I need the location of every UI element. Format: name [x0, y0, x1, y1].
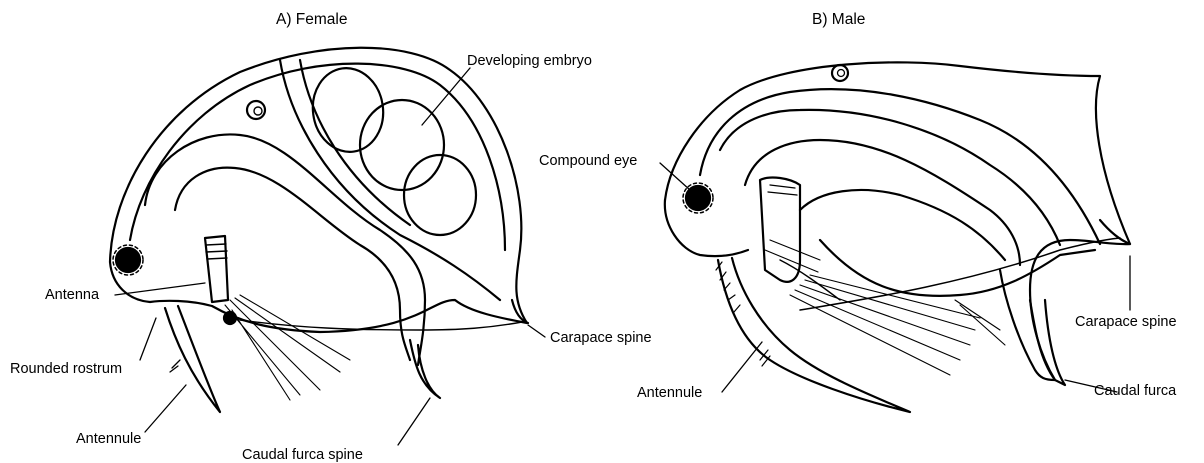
- leader-antennule-male: [722, 342, 762, 392]
- female-ocellus-inner: [254, 107, 262, 115]
- label-developing-embryo: Developing embryo: [467, 54, 592, 69]
- leader-rounded-rostrum: [140, 318, 156, 360]
- female-antennule: [165, 306, 220, 412]
- label-caudal-furca: Caudal furca: [1094, 384, 1176, 399]
- male-leader-lines: [660, 163, 1130, 392]
- male-carapace-inner: [700, 89, 1100, 244]
- label-caudal-furca-spine: Caudal furca spine: [242, 448, 363, 463]
- label-carapace-spine-male: Carapace spine: [1075, 315, 1177, 330]
- leader-antenna: [115, 283, 205, 295]
- male-antenna-setae: [790, 275, 980, 375]
- leader-caudal-furca-spine: [398, 398, 430, 445]
- label-rounded-rostrum: Rounded rostrum: [10, 362, 122, 377]
- male-head-ventral: [665, 200, 748, 256]
- female-antenna-base: [205, 236, 228, 302]
- male-ocellus: [832, 65, 848, 81]
- male-daphnia-illustration: [665, 62, 1130, 412]
- female-caudal-furca-spine: [410, 340, 440, 398]
- leader-carapace-spine-female: [528, 325, 545, 337]
- female-brood-chamber: [280, 60, 500, 300]
- label-carapace-spine-female: Carapace spine: [550, 331, 652, 346]
- female-carapace-outline: [110, 48, 527, 332]
- label-antennule-female: Antennule: [76, 432, 141, 447]
- label-compound-eye: Compound eye: [539, 154, 637, 169]
- male-carapace-outline: [665, 62, 1130, 380]
- label-antennule-male: Antennule: [637, 386, 702, 401]
- leader-antennule-female: [145, 385, 186, 432]
- female-leader-lines: [115, 68, 545, 445]
- female-antenna-setae: [225, 295, 350, 400]
- female-compound-eye: [116, 248, 140, 272]
- female-daphnia-illustration: [110, 48, 528, 412]
- leader-developing-embryo: [422, 68, 470, 125]
- label-antenna: Antenna: [45, 288, 99, 303]
